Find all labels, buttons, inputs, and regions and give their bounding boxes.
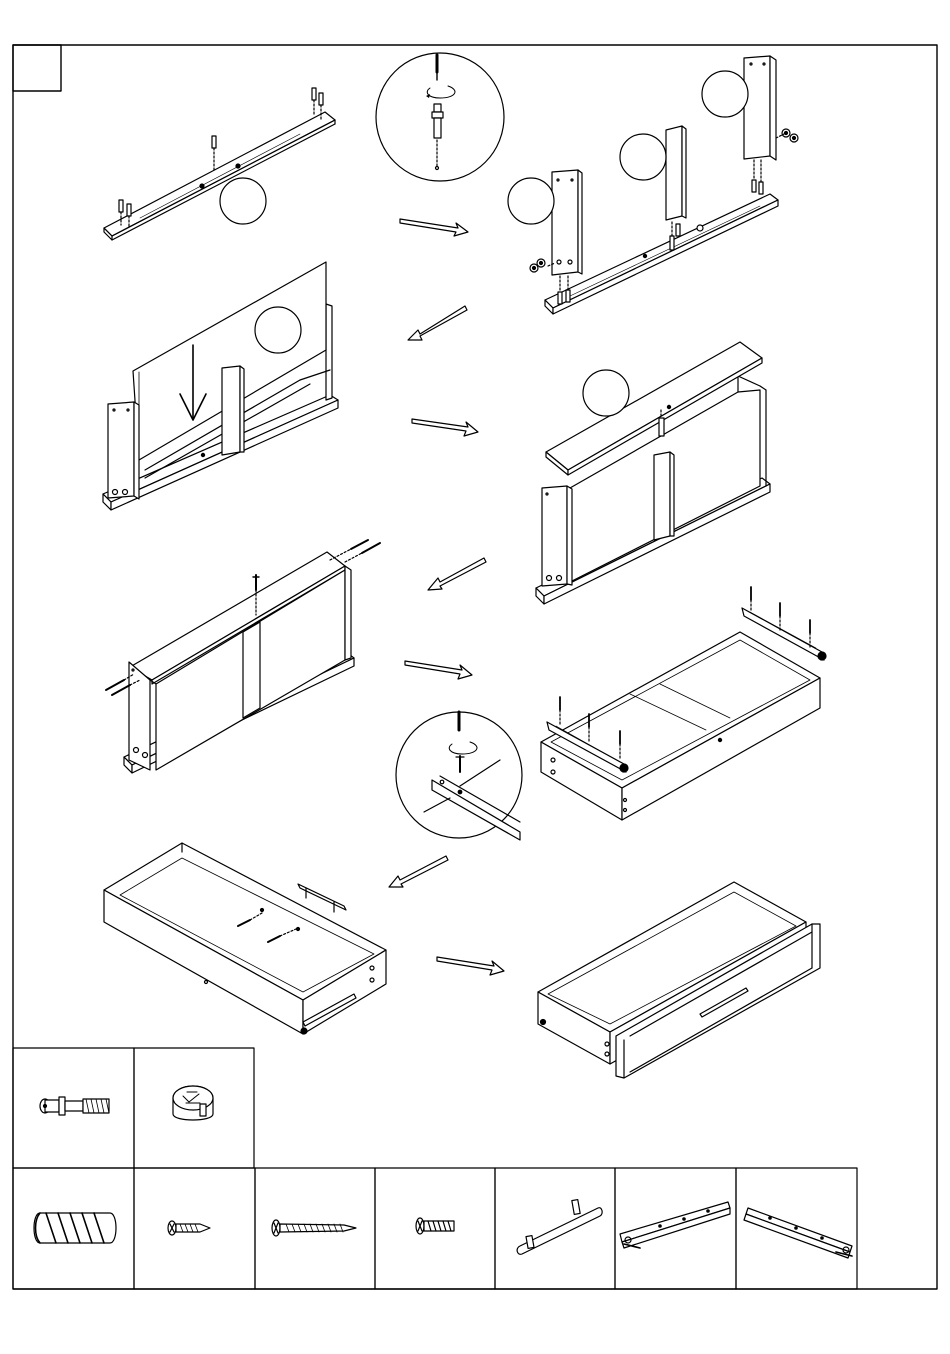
cam-lock-nut-icon	[530, 264, 538, 272]
hardware-table	[13, 1048, 857, 1289]
cam-lock-nut-icon	[790, 134, 798, 142]
step-finished-drawer	[538, 882, 820, 1078]
screw-icon	[456, 756, 464, 772]
step-number-box	[13, 45, 61, 91]
step-screw-frame-together	[106, 540, 380, 773]
flow-arrow	[405, 661, 472, 679]
dowel-pin-icon	[119, 200, 123, 225]
flow-arrow	[408, 306, 467, 340]
cam-bolt-icon	[676, 224, 680, 236]
cam-bolt-icon	[212, 136, 216, 172]
step-base-panel-dowels	[104, 88, 335, 240]
drawer-slide-right-icon	[744, 1208, 852, 1258]
dowel-pin-icon	[752, 160, 756, 192]
flow-arrow	[400, 219, 468, 236]
short-screw-icon	[168, 1221, 210, 1235]
cam-lock-nut-icon	[173, 1086, 213, 1120]
cam-bolt-icon	[670, 222, 674, 250]
step-circle-badge	[508, 178, 554, 224]
dowel-pin-icon	[759, 160, 763, 194]
screw-icon	[330, 540, 368, 560]
dowel-pin-icon	[558, 276, 562, 304]
flow-arrow	[428, 558, 486, 590]
step-attach-handle-to-drawer	[104, 843, 386, 1034]
step-circle-badge	[620, 134, 666, 180]
long-screw-icon	[272, 1220, 356, 1236]
step-insert-back-panel	[103, 262, 338, 510]
step-drawer-slide-screw-detail	[396, 712, 522, 840]
handle-screw-icon	[416, 1218, 454, 1234]
dowel-pin-icon	[312, 88, 316, 115]
wooden-dowel-icon	[34, 1213, 116, 1243]
cam-lock-nut-icon	[782, 129, 790, 137]
step-attach-top-panel	[536, 342, 770, 604]
flow-arrow	[412, 419, 478, 436]
step-attach-side-and-divider-panels	[508, 56, 798, 314]
cam-lock-nut-icon	[697, 225, 703, 231]
step-circle-badge	[255, 307, 301, 353]
cam-lock-nut-icon	[537, 259, 545, 267]
bar-handle-icon	[517, 1200, 602, 1255]
dowel-pin-icon	[127, 204, 131, 228]
step-circle-badge	[220, 178, 266, 224]
flow-arrow	[389, 856, 448, 887]
step-attach-drawer-slides	[541, 587, 826, 820]
step-circle-badge	[583, 370, 629, 416]
cam-bolt-icon	[40, 1097, 109, 1115]
flow-arrow	[437, 957, 504, 975]
step-circle-badge	[702, 71, 748, 117]
dowel-pin-icon	[319, 93, 323, 120]
drawer-slide-left-icon	[620, 1202, 730, 1248]
step-cam-bolt-detail	[376, 53, 504, 181]
screw-icon	[345, 543, 380, 562]
cam-bolt-icon	[432, 104, 443, 138]
